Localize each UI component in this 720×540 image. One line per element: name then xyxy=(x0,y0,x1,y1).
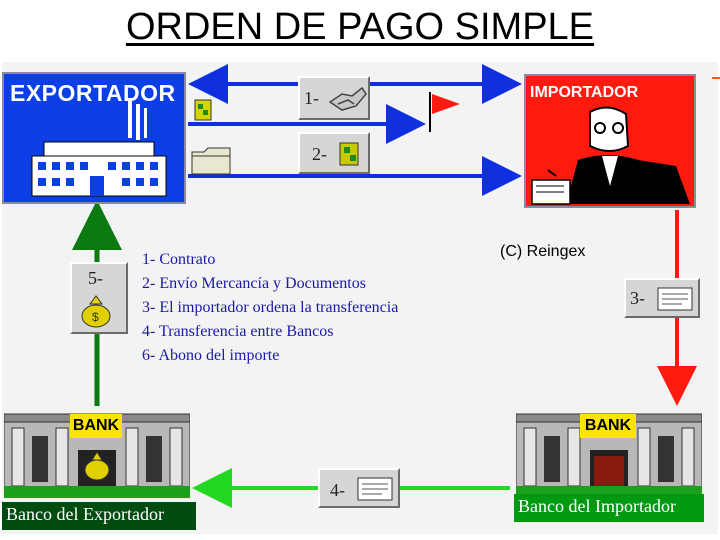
document-icon xyxy=(657,287,693,311)
step-1-label: 1- xyxy=(304,88,319,108)
step-2-label: 2- xyxy=(312,144,327,164)
legend-item: 2- Envío Mercancía y Documentos xyxy=(142,275,366,292)
step-4-label: 4- xyxy=(330,480,345,500)
exporter-label: EXPORTADOR xyxy=(10,80,176,106)
importer-label: IMPORTADOR xyxy=(530,84,639,101)
step-5-button: 5- $ xyxy=(70,262,128,334)
step-3-label: 3- xyxy=(630,288,645,308)
step-3-button: 3- xyxy=(624,278,700,318)
step-2-button: 2- xyxy=(298,132,370,174)
factory-icon xyxy=(31,98,167,197)
importer-box: IMPORTADOR xyxy=(524,74,696,208)
exporter-bank-label: Banco del Exportador xyxy=(2,502,196,530)
legend-item: 6- Abono del importe xyxy=(142,347,280,364)
step-5-label: 5- xyxy=(88,268,103,288)
page-title: ORDEN DE PAGO SIMPLE xyxy=(125,6,595,48)
package-icon xyxy=(194,99,212,121)
handshake-icon xyxy=(328,86,367,111)
money-bag-icon: $ xyxy=(81,295,111,328)
bank-sign: BANK xyxy=(580,414,636,438)
step-4-button: 4- xyxy=(318,468,400,508)
folder-icon xyxy=(191,147,231,175)
svg-text:$: $ xyxy=(92,310,99,324)
step-1-button: 1- xyxy=(298,76,370,120)
legend-item: 1- Contrato xyxy=(142,251,216,268)
bank-sign: BANK xyxy=(70,414,122,438)
money-bag-icon xyxy=(84,451,110,481)
exporter-box: EXPORTADOR xyxy=(2,72,186,204)
legend: 1- Contrato 2- Envío Mercancía y Documen… xyxy=(142,248,398,368)
document-icon xyxy=(357,477,393,501)
package-icon xyxy=(339,142,359,166)
businessman-icon xyxy=(531,106,690,205)
importer-bank-label: Banco del Importador xyxy=(514,494,704,522)
legend-item: 3- El importador ordena la transferencia xyxy=(142,299,399,316)
red-flag-icon xyxy=(429,92,460,132)
legend-item: 4- Transferencia entre Bancos xyxy=(142,323,334,340)
copyright-text: (C) Reingex xyxy=(500,243,586,260)
